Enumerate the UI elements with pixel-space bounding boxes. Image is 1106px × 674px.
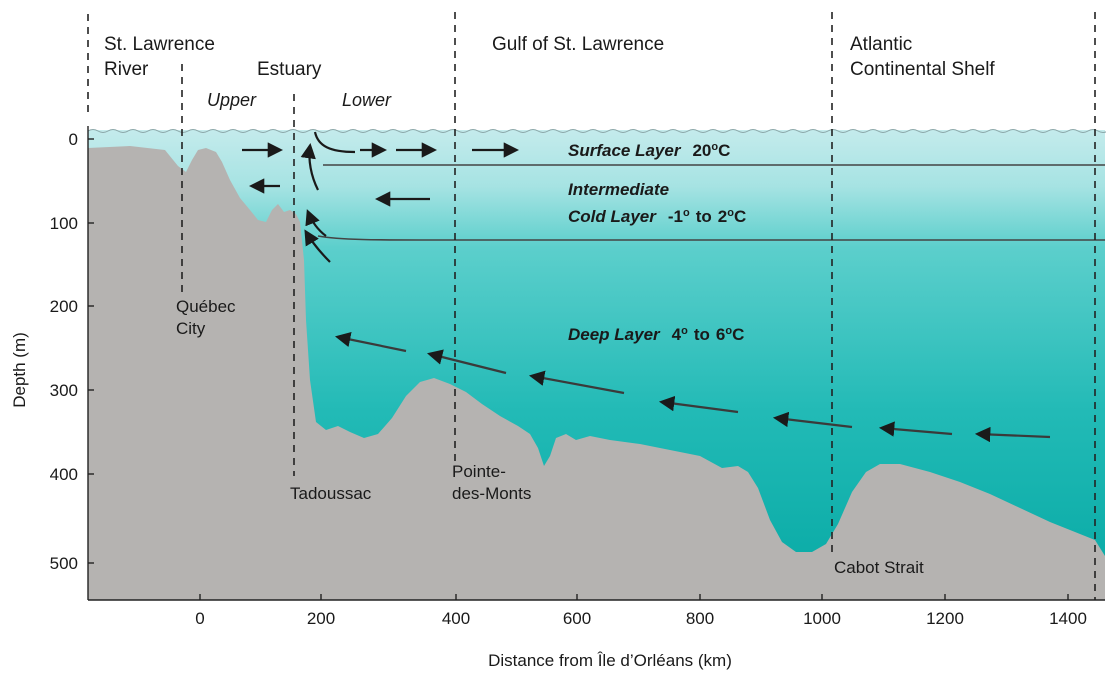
y-tick-500: 500: [50, 554, 78, 573]
place-quebec-line1: Québec: [176, 297, 236, 316]
place-quebec-line2: City: [176, 319, 206, 338]
arrow-upwelling-3: [304, 229, 331, 263]
intermediate-temp-high: 2: [718, 207, 727, 226]
y-tick-400: 400: [50, 465, 78, 484]
deep-arrow-4: [658, 395, 739, 414]
intermediate-temp-joiner: to: [696, 207, 712, 226]
region-dividers: [87, 12, 1096, 600]
x-axis-title: Distance from Île d’Orléans (km): [488, 651, 732, 670]
x-tick-600: 600: [563, 609, 591, 628]
x-tick-0: 0: [195, 609, 204, 628]
sea-surface-line: [87, 129, 1106, 133]
x-tick-800: 800: [686, 609, 714, 628]
place-pointe-line2: des-Monts: [452, 484, 531, 503]
deep-temp-low: 4: [672, 325, 682, 344]
cold-layer-boundary: [317, 235, 1105, 241]
region-river-line2: River: [104, 59, 149, 80]
x-tick-400: 400: [442, 609, 470, 628]
region-estuary: Estuary: [257, 59, 322, 80]
surface-layer-temp: 20: [692, 141, 711, 160]
deep-flow-arrows: [334, 331, 1051, 443]
y-tick-0: 0: [69, 130, 78, 149]
deep-temp-joiner: to: [694, 325, 710, 344]
y-axis-title: Depth (m): [10, 332, 29, 408]
intermediate-temp-unit: C: [734, 207, 746, 226]
y-axis-ticks: [88, 138, 94, 564]
arrow-upwelling-1: [300, 142, 319, 191]
surface-layer-temp-unit: C: [718, 141, 730, 160]
region-river-line1: St. Lawrence: [104, 34, 215, 55]
x-tick-200: 200: [307, 609, 335, 628]
region-lower: Lower: [342, 90, 392, 110]
y-tick-100: 100: [50, 214, 78, 233]
x-axis-ticks: [199, 594, 1069, 600]
intermediate-layer-name: Cold Layer: [568, 207, 657, 226]
region-gulf: Gulf of St. Lawrence: [492, 34, 664, 55]
x-tick-1400: 1400: [1049, 609, 1087, 628]
place-tadoussac: Tadoussac: [290, 484, 372, 503]
deep-temp-unit: C: [732, 325, 744, 344]
deep-temp-high: 6: [716, 325, 725, 344]
region-upper: Upper: [207, 90, 257, 110]
surface-layer-name: Surface Layer: [568, 141, 682, 160]
x-tick-1200: 1200: [926, 609, 964, 628]
arrow-upwelling-2: [305, 209, 327, 237]
place-pointe-line1: Pointe-: [452, 462, 506, 481]
y-tick-200: 200: [50, 297, 78, 316]
intermediate-temp-low: -1: [668, 207, 683, 226]
deep-arrow-1: [974, 426, 1051, 443]
region-atlantic-line1: Atlantic: [850, 34, 912, 55]
arrow-turn-out: [313, 131, 356, 154]
sea-floor: [88, 146, 1105, 600]
deep-arrow-7: [334, 331, 407, 353]
intermediate-layer-label-line1: Intermediate: [568, 180, 669, 199]
deep-arrow-6: [427, 349, 507, 375]
deep-arrow-3: [772, 411, 853, 429]
deep-arrow-2: [878, 421, 953, 437]
place-cabot-strait: Cabot Strait: [834, 558, 924, 577]
surface-flow-arrows: [242, 131, 520, 263]
deep-layer-name: Deep Layer: [568, 325, 661, 344]
region-atlantic-line2: Continental Shelf: [850, 59, 995, 80]
y-tick-300: 300: [50, 381, 78, 400]
deep-arrow-5: [528, 370, 625, 395]
x-tick-1000: 1000: [803, 609, 841, 628]
